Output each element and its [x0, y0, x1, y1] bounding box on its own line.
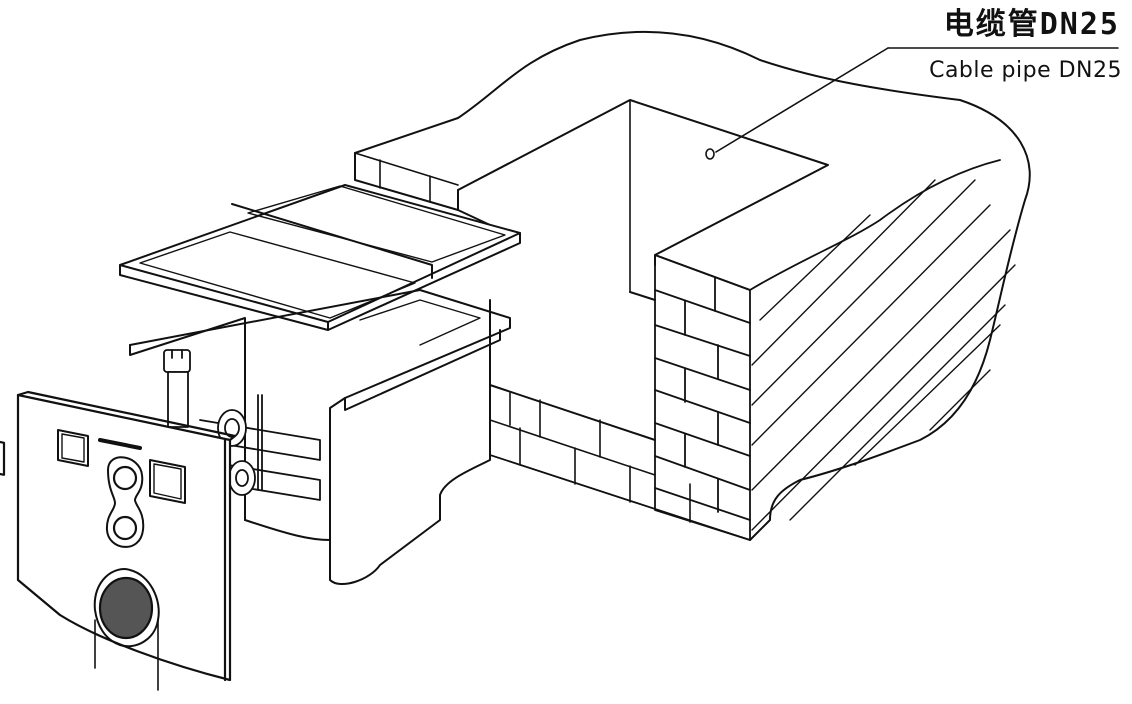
pillar-front	[655, 255, 750, 540]
back-ledge-bricks	[355, 153, 458, 202]
label-cn: 电缆管DN25	[943, 7, 1120, 42]
callout-leader	[716, 48, 1118, 152]
pit-interior	[458, 100, 655, 440]
cable-pipe-hole	[706, 149, 714, 159]
pillar-side-hatching	[750, 160, 1015, 530]
front-wall-bricks	[490, 385, 750, 540]
label-en: Cable pipe DN25	[929, 58, 1122, 83]
faceplate	[0, 392, 235, 690]
lid	[120, 185, 520, 330]
terrain-outline	[355, 32, 1030, 540]
pit-rim	[355, 100, 828, 265]
